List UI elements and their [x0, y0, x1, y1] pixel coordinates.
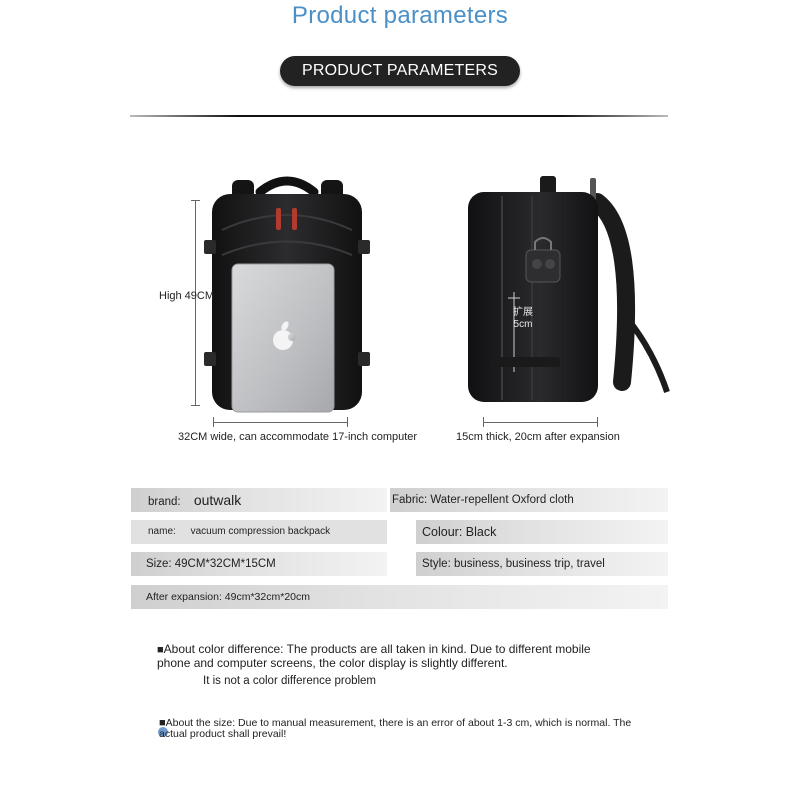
height-label: High 49CM: [159, 290, 215, 302]
spec-colour-row: Colour: Black: [416, 520, 668, 544]
blue-dot-mark: [158, 727, 168, 737]
spec-style-row: Style: business, business trip, travel: [416, 552, 668, 576]
spec-colour: Colour: Black: [422, 525, 497, 539]
spec-brand-key: brand:: [148, 496, 181, 508]
thickness-label: 15cm thick, 20cm after expansion: [456, 431, 620, 443]
width-dimension-tick-left: [213, 417, 214, 427]
height-dimension-line: [195, 200, 196, 405]
color-note-line-2: phone and computer screens, the color di…: [157, 656, 508, 670]
height-dimension-tick-top: [191, 200, 200, 201]
thickness-dimension-tick-left: [483, 417, 484, 427]
width-dimension-tick-right: [347, 417, 348, 427]
size-note-line-1: About the size: Due to manual measuremen…: [165, 717, 632, 729]
spec-fabric: Fabric: Water-repellent Oxford cloth: [392, 494, 574, 506]
expand-label-cn: 扩展: [513, 307, 533, 318]
width-dimension-line: [213, 422, 348, 423]
section-title-pill: PRODUCT PARAMETERS: [280, 56, 520, 86]
expand-label: 扩展 5cm: [508, 307, 538, 331]
combination-lock-icon: [525, 237, 561, 283]
spec-brand-value: outwalk: [193, 492, 242, 508]
divider-rule: [130, 115, 668, 117]
backpack-front-image: [204, 176, 370, 413]
spec-brand-row: brand: outwalk: [131, 488, 387, 512]
backpack-side-image: [468, 176, 670, 402]
color-note-line-3: It is not a color difference problem: [203, 675, 377, 687]
bullet-square-icon-2: ■: [159, 717, 166, 729]
spec-name-row: name: vacuum compression backpack: [131, 520, 387, 544]
bullet-square-icon: ■: [157, 644, 164, 656]
height-dimension-tick-bottom: [191, 405, 200, 406]
size-note-line-2: actual product shall prevail!: [159, 728, 287, 740]
thickness-dimension-line: [483, 422, 598, 423]
color-difference-note: ■About color difference: The products ar…: [157, 643, 657, 670]
thickness-dimension-tick-right: [597, 417, 598, 427]
spec-size: Size: 49CM*32CM*15CM: [146, 558, 276, 570]
spec-size-row: Size: 49CM*32CM*15CM: [131, 552, 387, 576]
expand-label-size: 5cm: [513, 319, 533, 330]
spec-fabric-row: Fabric: Water-repellent Oxford cloth: [390, 488, 668, 512]
spec-after-expansion: After expansion: 49cm*32cm*20cm: [146, 591, 310, 603]
page-headline: Product parameters: [291, 2, 509, 29]
apple-logo-icon: [273, 321, 296, 350]
color-note-line-1: About color difference: The products are…: [163, 642, 591, 656]
spec-name-value: vacuum compression backpack: [190, 526, 331, 537]
width-label: 32CM wide, can accommodate 17-inch compu…: [178, 431, 418, 443]
size-note: ■About the size: Due to manual measureme…: [159, 718, 659, 740]
spec-after-expansion-row: After expansion: 49cm*32cm*20cm: [131, 585, 668, 609]
spec-style: Style: business, business trip, travel: [422, 558, 605, 570]
spec-name-key: name:: [148, 526, 176, 537]
